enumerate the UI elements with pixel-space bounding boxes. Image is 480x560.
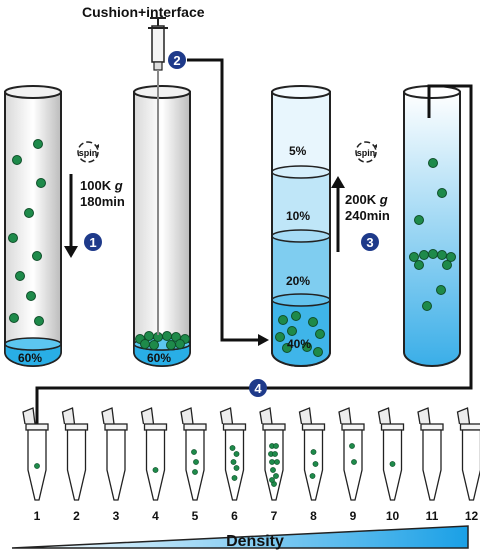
speed-2: 200K — [345, 192, 377, 207]
fraction-label-9: 9 — [350, 509, 357, 523]
fraction-label-11: 11 — [426, 509, 439, 523]
spin-icon: spin — [77, 141, 99, 163]
particles-tube-3 — [275, 311, 325, 357]
centrifuge-step-1: 100K g 180min 1 — [64, 174, 125, 258]
fraction-tube-10: 10 — [377, 407, 405, 523]
syringe-icon — [148, 17, 168, 335]
fraction-label-1: 1 — [34, 509, 41, 523]
fraction-label-12: 12 — [465, 509, 479, 523]
layer-label-10: 10% — [286, 209, 310, 223]
time-1: 180min — [80, 194, 125, 209]
density-scale: Density — [11, 525, 469, 550]
fraction-tube-2: 2 — [61, 407, 89, 523]
fraction-tube-12: 12 — [456, 407, 480, 523]
fraction-label-5: 5 — [192, 509, 199, 523]
step-badge-3: 3 — [366, 235, 373, 250]
cushion-label-1: 60% — [18, 351, 42, 365]
particles-tube-4 — [409, 158, 456, 311]
fraction-tube-1: 1 — [22, 407, 49, 523]
g-unit-2: g — [379, 192, 388, 207]
fraction-tube-3: 3 — [101, 407, 128, 523]
fraction-tube-4: 4 — [140, 407, 168, 523]
fraction-tube-6: 6 — [219, 407, 247, 523]
spin-label-2: spin — [357, 148, 376, 158]
fraction-label-3: 3 — [113, 509, 120, 523]
svg-text:100K g: 100K g — [80, 178, 123, 193]
particles-tube-1 — [8, 139, 46, 326]
step-badge-4: 4 — [254, 381, 262, 396]
fraction-label-8: 8 — [310, 509, 317, 523]
spin-label-1: spin — [79, 148, 98, 158]
time-2: 240min — [345, 208, 390, 223]
g-unit-1: g — [114, 178, 123, 193]
centrifuge-step-3: 200K g 240min 3 — [331, 176, 390, 252]
density-label: Density — [226, 533, 284, 550]
fraction-label-10: 10 — [386, 509, 400, 523]
layer-label-20: 20% — [286, 274, 310, 288]
tube-2: 60% — [133, 85, 191, 367]
fraction-tube-9: 9 — [338, 407, 365, 523]
fraction-label-7: 7 — [271, 509, 278, 523]
fraction-tube-11: 11 — [417, 407, 444, 523]
layer-label-40: 40% — [287, 337, 311, 351]
step-2: 2 — [168, 51, 269, 346]
speed-1: 100K — [80, 178, 112, 193]
fraction-label-2: 2 — [73, 509, 80, 523]
step-badge-1: 1 — [89, 235, 96, 250]
tube-4 — [403, 85, 461, 367]
svg-text:200K g: 200K g — [345, 192, 388, 207]
title: Cushion+interface — [82, 4, 205, 20]
fraction-label-6: 6 — [231, 509, 238, 523]
step-badge-2: 2 — [173, 53, 180, 68]
fraction-tube-5: 5 — [180, 407, 207, 523]
fraction-tube-7: 7 — [259, 407, 286, 523]
fraction-label-4: 4 — [152, 509, 159, 523]
cushion-label-2: 60% — [147, 351, 171, 365]
layer-label-5: 5% — [289, 144, 307, 158]
particles-tube-2 — [135, 331, 190, 350]
spin-icon: spin — [355, 141, 377, 163]
tube-3-gradient: 5% 10% 20% 40% — [271, 85, 331, 367]
fraction-tube-8: 8 — [298, 407, 326, 523]
tube-1: 60% — [4, 85, 62, 367]
